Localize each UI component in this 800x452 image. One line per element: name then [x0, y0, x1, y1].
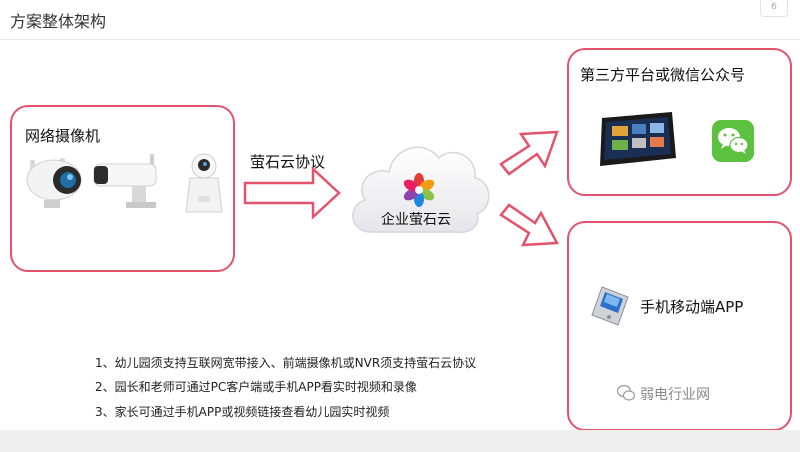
wechat-watermark-icon: [616, 384, 636, 401]
network-cameras-icon: [26, 153, 223, 213]
note-point-1: 1、幼儿园须支持互联网宽带接入、前端摄像机或NVR须支持萤石云协议: [95, 356, 477, 370]
protocol-label: 萤石云协议: [250, 153, 326, 171]
bottom-bar: [0, 430, 800, 452]
protocol-arrow-icon: [243, 166, 341, 220]
page-number: 6: [760, 0, 788, 17]
note-point-2: 2、园长和老师可通过PC客户端或手机APP看实时视频和录像: [95, 380, 417, 394]
platform-screen-icon: [600, 112, 676, 166]
camera-label: 网络摄像机: [25, 127, 101, 145]
platform-label: 第三方平台或微信公众号: [580, 66, 746, 84]
arrow-to-mobile-icon: [499, 203, 560, 247]
watermark-text: 弱电行业网: [640, 387, 710, 403]
mobile-label: 手机移动端APP: [640, 298, 744, 316]
cloud-icon: [352, 146, 490, 234]
page-title: 方案整体架构: [10, 12, 107, 31]
arrow-to-platform-icon: [499, 130, 559, 176]
wechat-icon: [712, 120, 754, 162]
note-point-3: 3、家长可通过手机APP或视频链接查看幼儿园实时视频: [95, 405, 390, 419]
header-divider: [0, 39, 800, 40]
cloud-label: 企业萤石云: [381, 212, 451, 228]
mobile-phone-icon: [591, 286, 629, 326]
